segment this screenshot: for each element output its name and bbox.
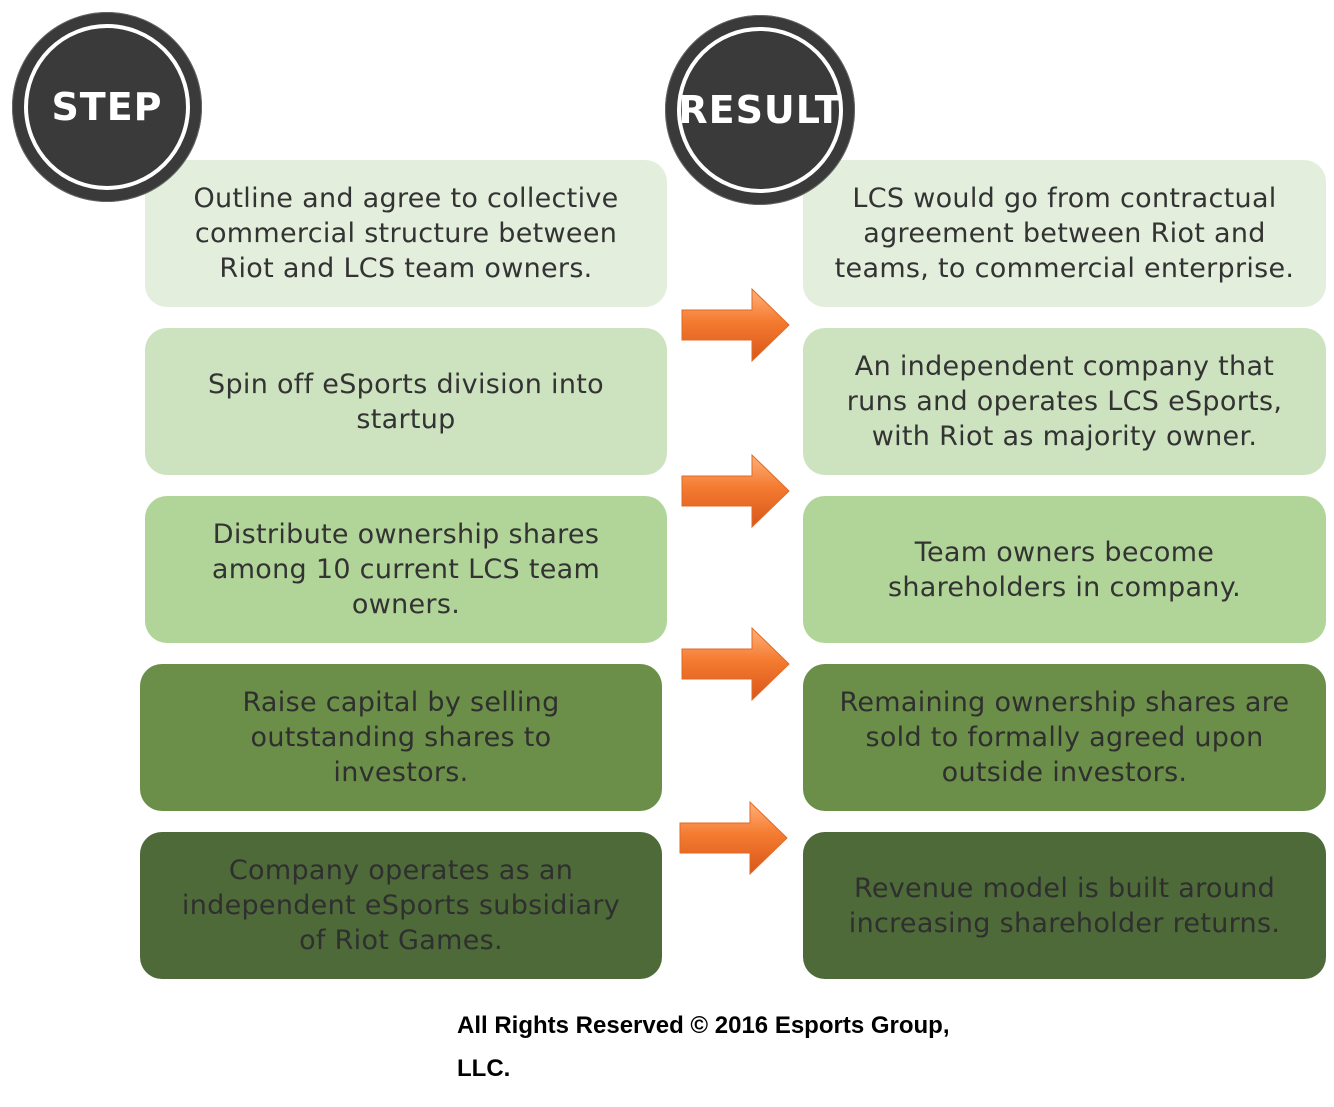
step-text-5: Company operates as an independent eSpor…	[181, 855, 621, 956]
step-header-ring	[24, 24, 190, 190]
copyright-footer: All Rights Reserved © 2016 Esports Group…	[457, 1012, 950, 1082]
step-text-4: Raise capital by selling outstanding sha…	[242, 687, 560, 788]
step-header-label: STEP	[51, 85, 163, 129]
result-text-3: Team owners become shareholders in compa…	[887, 536, 1242, 603]
result-header-label: RESULT	[678, 88, 842, 132]
result-text-2: An independent company that runs and ope…	[846, 351, 1283, 452]
step-box-3: Distribute ownership shares among 10 cur…	[145, 496, 667, 643]
arrow-right-icon-4	[679, 800, 788, 876]
arrow-right-icon-3	[681, 626, 790, 702]
step-text-1: Outline and agree to collective commerci…	[193, 183, 619, 284]
result-text-1: LCS would go from contractual agreement …	[834, 183, 1295, 284]
step-text-3: Distribute ownership shares among 10 cur…	[211, 519, 601, 620]
step-box-2: Spin off eSports division into startup	[145, 328, 667, 475]
result-box-5: Revenue model is built around increasing…	[803, 832, 1326, 979]
step-box-1: Outline and agree to collective commerci…	[145, 160, 667, 307]
step-text-2: Spin off eSports division into startup	[208, 368, 604, 435]
step-header-circle: STEP	[12, 12, 202, 202]
result-header-circle: RESULT	[665, 15, 855, 205]
arrow-right-icon-2	[681, 453, 790, 529]
result-box-2: An independent company that runs and ope…	[803, 328, 1326, 475]
result-box-3: Team owners become shareholders in compa…	[803, 496, 1326, 643]
result-box-4: Remaining ownership shares are sold to f…	[803, 664, 1326, 811]
result-text-5: Revenue model is built around increasing…	[848, 872, 1281, 939]
step-box-4: Raise capital by selling outstanding sha…	[140, 664, 662, 811]
step-box-5: Company operates as an independent eSpor…	[140, 832, 662, 979]
arrow-right-icon-1	[681, 287, 790, 363]
result-header-ring	[677, 27, 843, 193]
result-box-1: LCS would go from contractual agreement …	[803, 160, 1326, 307]
result-text-4: Remaining ownership shares are sold to f…	[839, 687, 1290, 788]
